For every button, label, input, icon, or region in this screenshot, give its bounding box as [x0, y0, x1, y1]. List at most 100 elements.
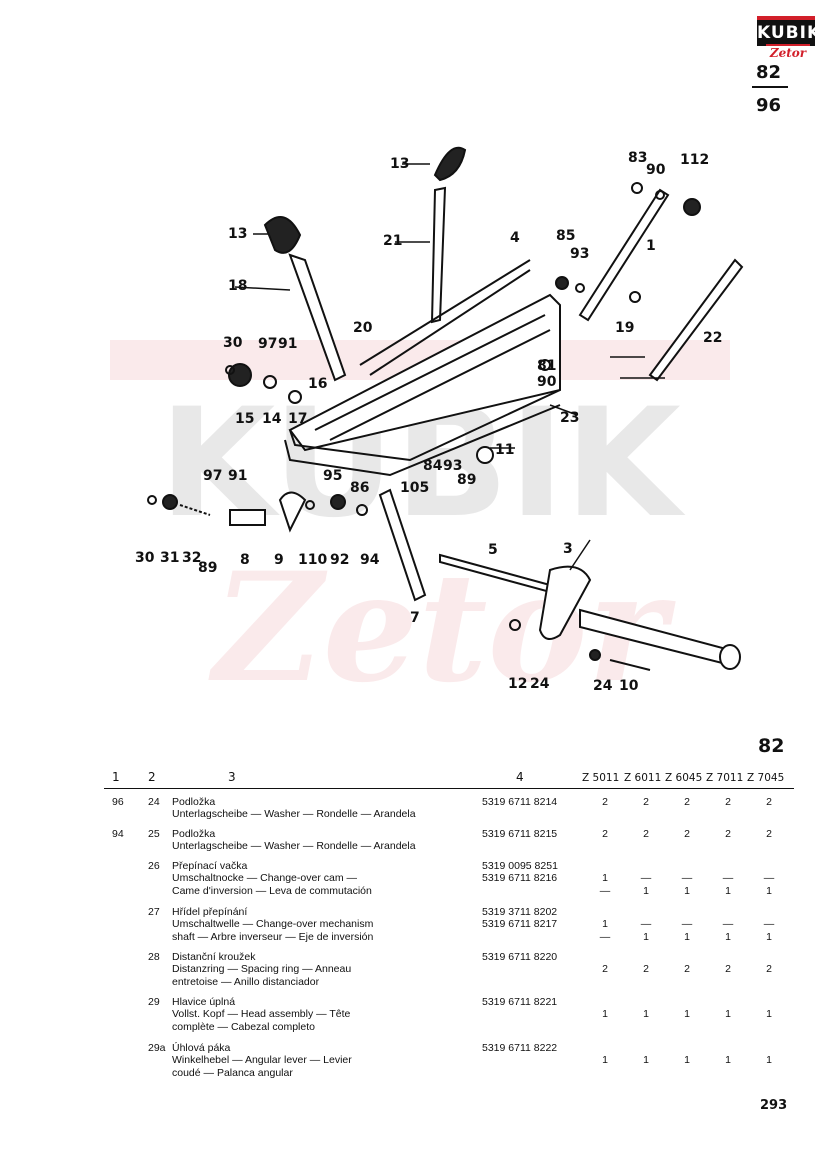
callout-89: 89	[198, 560, 217, 576]
description-line: Distanční kroužek	[172, 951, 256, 963]
cell-qty: 2	[725, 796, 731, 808]
callout-14: 14	[262, 411, 282, 427]
cell-qty: 1	[643, 1054, 649, 1067]
callout-94: 94	[360, 552, 380, 568]
callout-20: 20	[353, 320, 373, 336]
cell-qty: —	[640, 872, 652, 885]
cell-qty: —	[681, 918, 693, 931]
description-line: Podložka	[172, 828, 216, 840]
callout-32: 32	[182, 550, 201, 566]
col-header-z7011: Z 7011	[706, 772, 744, 784]
cell-qty: 2	[602, 963, 608, 976]
callout-90: 90	[537, 374, 557, 390]
kubik-logo: KUBIK	[757, 16, 820, 46]
col-header-z5011: Z 5011	[582, 772, 620, 784]
cell-qty: 2	[725, 828, 731, 840]
lever-18	[288, 253, 347, 382]
cell-pos: 27	[148, 906, 160, 918]
nut-85	[555, 276, 569, 290]
spring-32	[179, 504, 211, 516]
description-line: complète — Cabezal completo	[172, 1020, 315, 1033]
cell-part-number: 5319 6711 8215	[482, 828, 557, 840]
description-line: Hlavice úplná	[172, 996, 236, 1008]
description-line: entretoise — Anillo distanciador	[172, 975, 320, 988]
clip-94	[356, 504, 368, 516]
cell-qty: —	[681, 872, 693, 885]
cell-qty: 1	[725, 1008, 731, 1021]
cell-qty: 2	[766, 963, 772, 976]
col-header-part-number: 4	[516, 770, 524, 784]
cell-qty: —	[640, 918, 652, 931]
rod-22	[648, 258, 744, 382]
callout-97: 97	[203, 468, 222, 484]
lever-7	[378, 488, 427, 602]
col-header-z6045: Z 6045	[665, 772, 703, 784]
cell-part-number: 5319 6711 8220	[482, 951, 557, 963]
cell-pos: 29	[148, 996, 160, 1008]
description-line: shaft — Arbre inverseur — Eje de inversi…	[172, 930, 374, 943]
knob-13-top	[433, 146, 467, 182]
sleeve-14	[263, 375, 277, 389]
callout-81: 81	[537, 358, 556, 374]
cell-qty: 1	[643, 884, 649, 897]
cell-qty: 2	[684, 796, 690, 808]
description-line: Úhlová páka	[172, 1042, 231, 1054]
page-ref-top: 82	[756, 62, 782, 83]
description-line: Podložka	[172, 796, 216, 808]
cell-part-number: 5319 6711 8222	[482, 1042, 557, 1054]
cap-31	[162, 494, 178, 510]
callout-18: 18	[228, 278, 247, 294]
cell-qty: 1	[766, 1008, 772, 1021]
cell-qty: —	[763, 918, 775, 931]
cell-qty: 2	[643, 828, 649, 840]
cell-part-number: 5319 6711 8214	[482, 796, 557, 808]
description-line: Umschaltwelle — Change-over mechanism	[172, 918, 374, 931]
cell-qty: 1	[725, 884, 731, 897]
cell-qty: —	[599, 930, 611, 943]
description-line: Distanzring — Spacing ring — Anneau	[172, 963, 352, 976]
page-number: 293	[760, 1098, 788, 1113]
callout-30: 30	[223, 335, 243, 351]
callout-7: 7	[410, 610, 420, 626]
cell-qty: 1	[684, 930, 690, 943]
callout-86: 86	[350, 480, 369, 496]
callout-1: 1	[646, 238, 656, 254]
part-number: 5319 6711 8222	[482, 1042, 558, 1054]
cell-pos: 29a	[148, 1042, 166, 1054]
cell-pos: 28	[148, 951, 160, 963]
cell-qty: 1	[766, 884, 772, 897]
part-number: 5319 6711 8220	[482, 951, 558, 963]
callout-16: 16	[308, 376, 327, 392]
plate-8	[229, 509, 266, 526]
col-header-z6011: Z 6011	[624, 772, 662, 784]
callout-12: 12	[508, 676, 527, 692]
callout-93: 93	[570, 246, 589, 262]
callout-15: 15	[235, 411, 254, 427]
part-number: 5319 3711 8202	[482, 906, 558, 918]
callout-13: 13	[228, 226, 247, 242]
cell-pos: 25	[148, 828, 160, 840]
bolt-10	[609, 659, 651, 671]
cell-qty: 2	[602, 796, 608, 808]
callout-19: 19	[615, 320, 634, 336]
callout-95: 95	[323, 468, 342, 484]
washer-83	[631, 182, 643, 194]
rod-1	[578, 188, 670, 322]
base-plate	[284, 404, 561, 477]
shaft-3	[579, 608, 731, 667]
cell-part-number: 5319 6711 8221	[482, 996, 557, 1008]
col-header-pos: 2	[148, 770, 156, 784]
cell-pos: 26	[148, 860, 160, 872]
washer-24	[589, 649, 601, 661]
cell-qty: 1	[643, 1008, 649, 1021]
shaft-5	[439, 553, 551, 594]
description-line: Hřídel přepínání	[172, 906, 248, 918]
cell-qty: —	[599, 884, 611, 897]
